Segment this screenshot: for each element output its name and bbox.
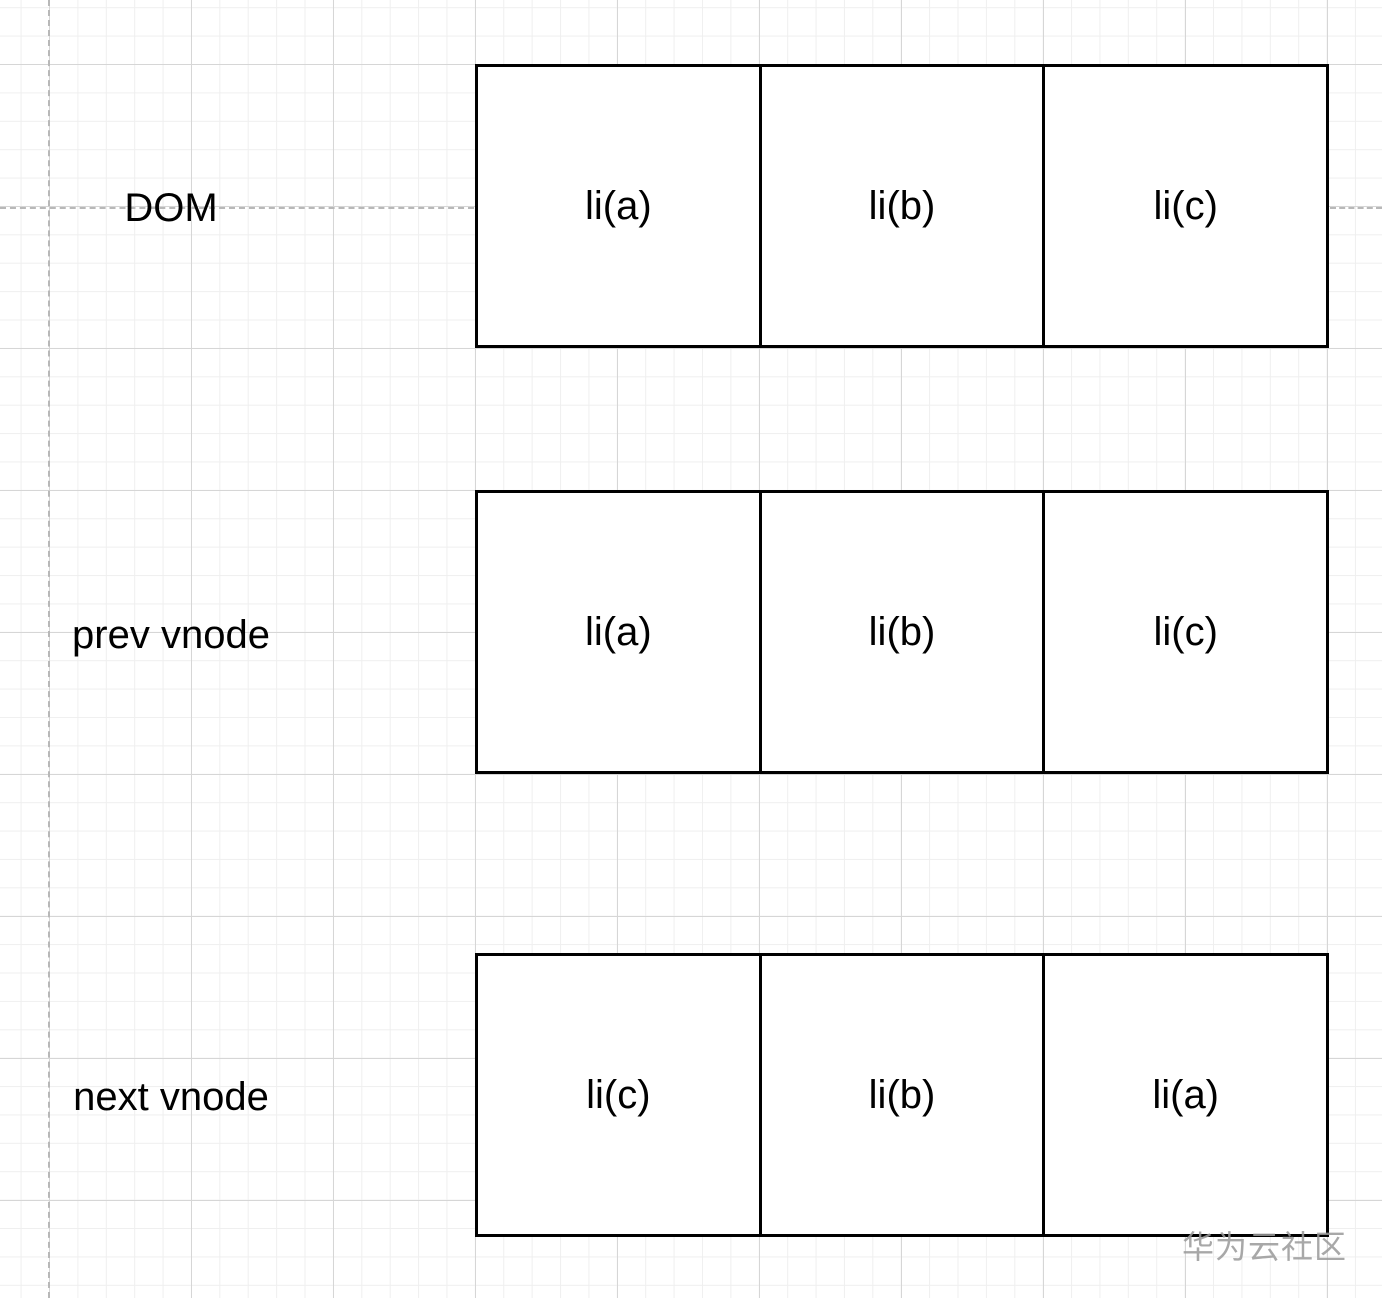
watermark-text: 华为云社区 bbox=[1182, 1229, 1348, 1265]
prev-vnode-cell-1: li(a) bbox=[478, 493, 759, 771]
row-label-next-vnode: next vnode bbox=[73, 1075, 269, 1119]
horizontal-guide-line-right bbox=[1330, 207, 1382, 209]
row-label-dom: DOM bbox=[124, 186, 218, 230]
row-prev-vnode: li(a) li(b) li(c) bbox=[475, 490, 1329, 774]
row-next-vnode: li(c) li(b) li(a) bbox=[475, 953, 1329, 1237]
dom-cell-1: li(a) bbox=[478, 67, 759, 345]
dom-cell-3: li(c) bbox=[1042, 67, 1327, 345]
dom-cell-2: li(b) bbox=[758, 67, 1043, 345]
row-dom: li(a) li(b) li(c) bbox=[475, 64, 1329, 348]
horizontal-guide-line-left bbox=[0, 207, 474, 209]
row-label-prev-vnode: prev vnode bbox=[72, 613, 270, 657]
prev-vnode-cell-2: li(b) bbox=[758, 493, 1043, 771]
vertical-guide-line bbox=[48, 0, 50, 1298]
next-vnode-cell-1: li(c) bbox=[478, 956, 759, 1234]
next-vnode-cell-2: li(b) bbox=[758, 956, 1043, 1234]
prev-vnode-cell-3: li(c) bbox=[1042, 493, 1327, 771]
next-vnode-cell-3: li(a) bbox=[1042, 956, 1327, 1234]
